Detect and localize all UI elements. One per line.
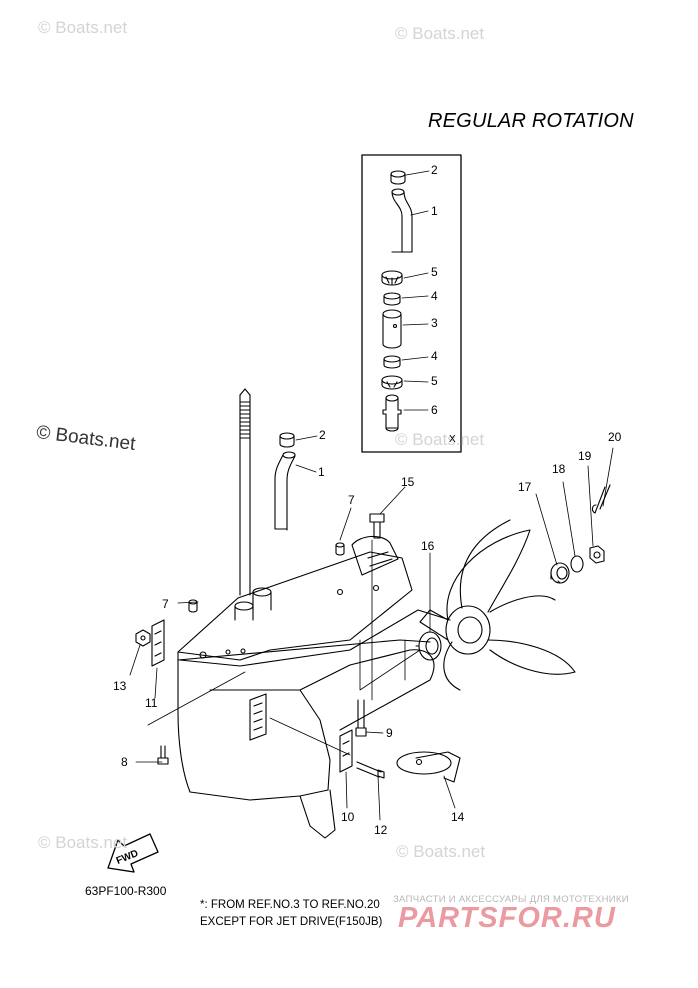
main-part-14-trim-tab — [396, 751, 461, 783]
main-part-9-bolt — [355, 699, 367, 737]
callout-number: 17 — [518, 480, 532, 494]
main-part-20-cotter-pin — [591, 484, 611, 514]
watermark: © Boats.net — [395, 24, 485, 43]
watermark: © Boats.net — [396, 842, 486, 861]
main-part-17-spacer — [550, 562, 570, 584]
callout-number: 7 — [162, 597, 169, 611]
callout-number: 5 — [431, 374, 438, 388]
callout-number: 3 — [431, 316, 438, 330]
dealer-logo: PARTSFOR.RU — [398, 902, 616, 934]
main-part-15-bolt — [369, 513, 385, 539]
main-part-13-nut — [135, 629, 151, 647]
main-part-10-anode — [339, 729, 353, 773]
fwd-arrow-icon — [107, 833, 159, 873]
inset-part-4-upper — [383, 292, 401, 306]
assembly-lines — [147, 539, 421, 756]
inset-leaders — [401, 170, 430, 411]
callout-number: 9 — [386, 726, 393, 740]
main-leaders — [129, 435, 614, 821]
inset-part-1-hose — [391, 191, 413, 253]
main-part-2 — [279, 432, 295, 448]
callout-number: 20 — [608, 430, 622, 444]
callout-number: 2 — [319, 428, 326, 442]
main-part-11-anode — [151, 619, 165, 667]
main-part-1-hose — [274, 454, 296, 531]
watermark: © Boats.net — [395, 430, 485, 449]
propeller — [419, 519, 576, 691]
drawing-code: 63PF100-R300 — [85, 884, 167, 898]
main-part-19-nut — [589, 545, 605, 564]
main-part-8-bolt — [157, 745, 169, 765]
callout-number: 1 — [318, 465, 325, 479]
dealer-tagline: ЗАПЧАСТИ И АКСЕССУАРЫ ДЛЯ МОТОТЕХНИКИ — [393, 894, 629, 905]
inset-part-5-upper — [381, 270, 403, 286]
inset-part-1-hose-top — [391, 188, 405, 196]
inset-part-6-tube — [382, 394, 402, 432]
inset-part-2 — [390, 170, 406, 185]
callout-number: 18 — [552, 462, 566, 476]
callout-number: 14 — [451, 810, 465, 824]
main-part-1-hose-top — [282, 451, 296, 459]
callout-number: 7 — [348, 493, 355, 507]
diagram-title: REGULAR ROTATION — [428, 110, 634, 132]
main-part-7-upper — [335, 542, 345, 556]
watermark: © Boats.net — [38, 833, 128, 852]
callout-number: 2 — [431, 163, 438, 177]
callout-number: 11 — [145, 696, 158, 710]
footnote-line-1: *: FROM REF.NO.3 TO REF.NO.20 — [200, 899, 380, 911]
inset-part-3-sleeve — [382, 309, 402, 349]
callout-number: 12 — [374, 823, 388, 837]
inset-part-4-lower — [383, 355, 401, 369]
callout-number: 8 — [121, 755, 128, 769]
gear-case-housing — [177, 535, 451, 839]
main-part-16-thrust-washer — [415, 631, 442, 661]
main-part-18-washer — [570, 555, 584, 573]
callout-number: 4 — [431, 289, 438, 303]
footnote-line-2: EXCEPT FOR JET DRIVE(F150JB) — [200, 916, 383, 928]
main-part-12-bolt — [356, 761, 385, 779]
drive-shaft — [239, 388, 251, 596]
inset-part-5-lower — [381, 375, 403, 390]
watermark: © Boats.net — [38, 18, 128, 37]
callout-number: 16 — [421, 539, 435, 553]
callout-number: 13 — [113, 679, 127, 693]
inset-frame — [361, 154, 462, 453]
inset-marker: X — [449, 434, 456, 445]
callout-number: 5 — [431, 265, 438, 279]
callout-number: 19 — [578, 449, 592, 463]
callout-number: 6 — [431, 403, 438, 417]
callout-number: 15 — [401, 475, 415, 489]
callout-number: 10 — [341, 810, 355, 824]
callout-number: 4 — [431, 349, 438, 363]
callout-number: 1 — [431, 204, 438, 218]
